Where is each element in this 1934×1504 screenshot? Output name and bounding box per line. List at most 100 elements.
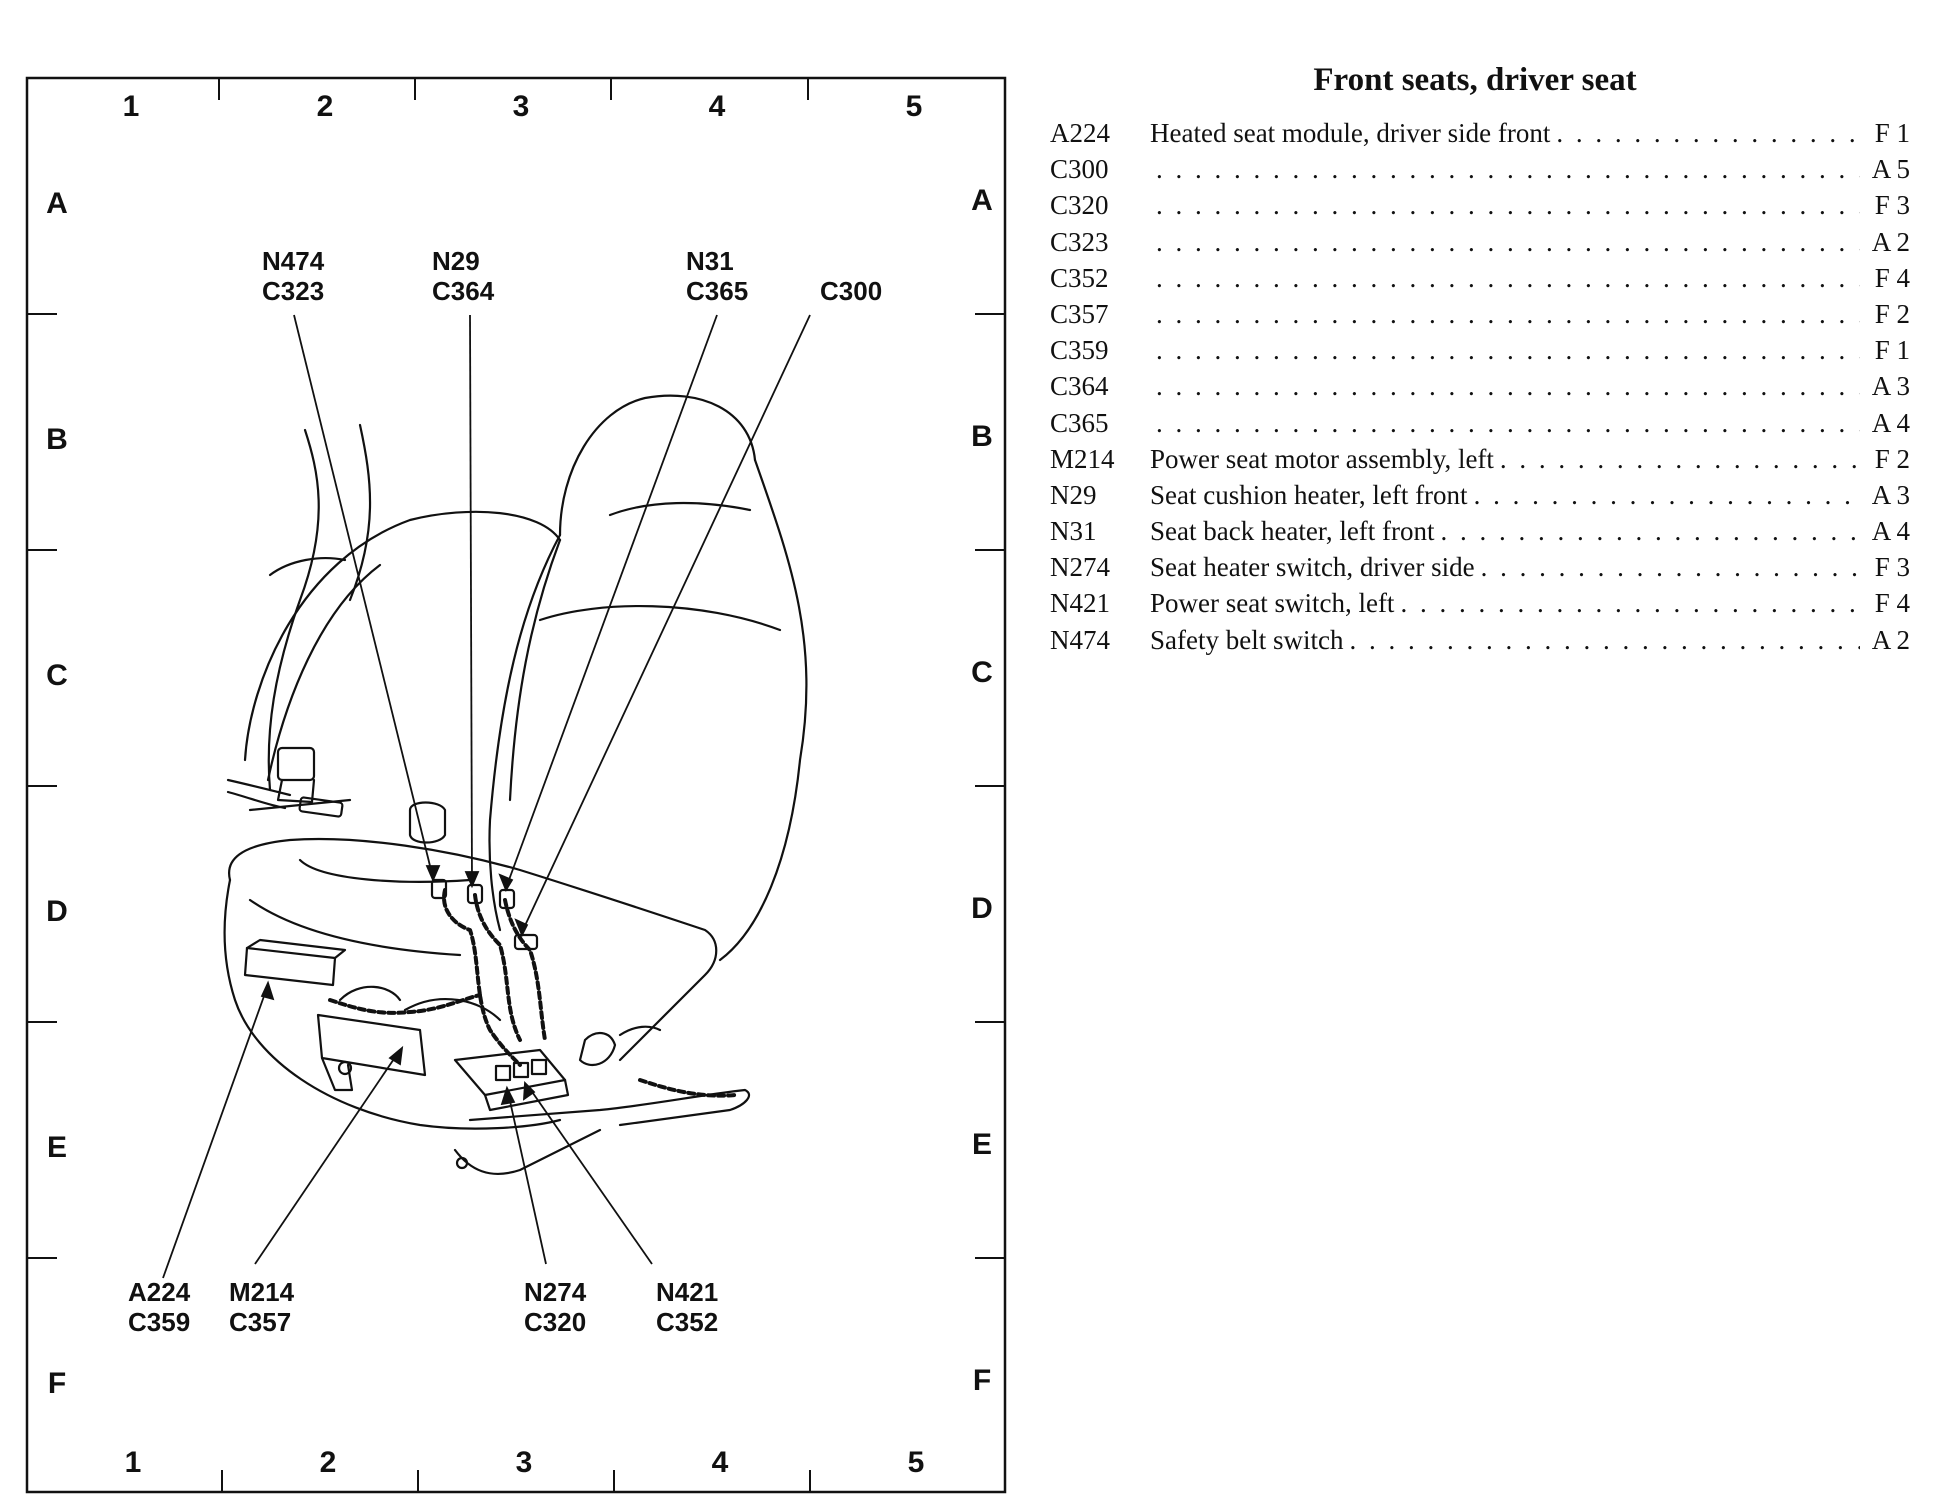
legend-leader-dots [1156, 368, 1860, 404]
legend-code: N274 [1050, 552, 1110, 583]
row-label-left-d: D [46, 895, 68, 928]
legend-leader-dots [1400, 585, 1860, 621]
row-label-right-e: E [972, 1128, 992, 1161]
callout-leaders [162, 314, 811, 1279]
legend-code: N29 [1050, 479, 1097, 510]
row-label-left-a: A [46, 187, 68, 220]
col-label-bottom-5: 5 [908, 1446, 925, 1479]
legend-leader-dots [1441, 513, 1860, 549]
legend-description: Seat back heater, left front [1150, 516, 1435, 547]
legend-leader-dots [1156, 224, 1860, 260]
legend-code: C364 [1050, 371, 1109, 402]
legend-code: C300 [1050, 154, 1109, 185]
col-label-bottom-4: 4 [712, 1446, 729, 1479]
legend-grid-location: A 5 [1871, 154, 1910, 185]
legend-code: C323 [1050, 226, 1109, 257]
legend-leader-dots [1156, 187, 1860, 223]
callout-n29-c364-line1: N29 [432, 246, 480, 276]
seat-illustration [223, 394, 808, 1175]
callout-n274-c320-line1: N274 [524, 1277, 587, 1307]
legend-grid-location: F 1 [1874, 118, 1910, 148]
legend-leader-dots [1156, 332, 1860, 368]
legend-code: N474 [1050, 624, 1110, 655]
legend-row: N274 Seat heater switch, driver side F 3 [1050, 549, 1910, 585]
legend-grid-location: A 4 [1871, 407, 1910, 438]
col-label-top-4: 4 [709, 90, 726, 123]
legend-row: C357 F 2 [1050, 296, 1910, 332]
legend-row: C359 F 1 [1050, 332, 1910, 368]
legend-code: C352 [1050, 262, 1109, 293]
col-label-top-1: 1 [123, 90, 140, 123]
legend-row: C300 A 5 [1050, 151, 1910, 187]
legend-grid-location: F 3 [1874, 552, 1910, 583]
legend-row: C352 F 4 [1050, 260, 1910, 296]
callout-n421-c352-line1: N421 [656, 1277, 718, 1307]
legend-leader-dots [1156, 405, 1860, 441]
col-label-bottom-2: 2 [320, 1446, 337, 1479]
legend-grid-location: F 2 [1874, 443, 1910, 474]
callout-m214-c357-line2: C357 [229, 1307, 291, 1337]
callout-c300-line1: C300 [820, 276, 882, 306]
legend-code: A224 [1050, 118, 1110, 148]
legend-leader-dots [1474, 477, 1860, 513]
legend-leader-dots [1156, 151, 1860, 187]
legend-description: Seat heater switch, driver side [1150, 552, 1475, 583]
legend-grid-location: F 4 [1874, 588, 1910, 619]
legend-row: C364 A 3 [1050, 368, 1910, 404]
row-label-right-d: D [971, 892, 993, 925]
callout-n474-c323-line2: C323 [262, 276, 324, 306]
legend-code: C320 [1050, 190, 1109, 221]
col-label-top-2: 2 [317, 90, 334, 123]
legend-row: M214 Power seat motor assembly, left F 2 [1050, 441, 1910, 477]
legend-leader-dots [1500, 441, 1860, 477]
legend-grid-location: F 4 [1874, 262, 1910, 293]
callout-m214-c357-line1: M214 [229, 1277, 295, 1307]
legend-row: C323 A 2 [1050, 224, 1910, 260]
legend-leader-dots [1156, 260, 1860, 296]
legend-description: Heated seat module, driver side front [1150, 118, 1551, 148]
row-label-right-b: B [971, 420, 993, 453]
row-label-right-f: F [973, 1364, 991, 1397]
legend-grid-location: F 2 [1874, 298, 1910, 329]
row-label-left-f: F [48, 1367, 66, 1400]
legend-row: N31 Seat back heater, left front A 4 [1050, 513, 1910, 549]
callout-n274-c320-line2: C320 [524, 1307, 586, 1337]
legend-description: Power seat motor assembly, left [1150, 443, 1494, 474]
col-label-bottom-3: 3 [516, 1446, 533, 1479]
legend-grid-location: A 3 [1871, 371, 1910, 402]
legend-description: Power seat switch, left [1150, 588, 1395, 619]
callout-a224-c359-line1: A224 [128, 1277, 191, 1307]
legend-row: A224 Heated seat module, driver side fron… [1050, 115, 1910, 151]
callout-n31-c365-line2: C365 [686, 276, 748, 306]
legend-grid-location: A 4 [1871, 516, 1910, 547]
legend-grid-location: A 3 [1871, 479, 1910, 510]
callout-n474-c323-line1: N474 [262, 246, 325, 276]
callout-n29-c364-line2: C364 [432, 276, 495, 306]
legend-grid-location: A 2 [1871, 624, 1910, 655]
row-label-left-b: B [46, 423, 68, 456]
legend-leader-dots [1156, 296, 1860, 332]
legend-code: N31 [1050, 516, 1097, 547]
callout-a224-c359-line2: C359 [128, 1307, 190, 1337]
column-dividers [218, 78, 811, 1492]
row-label-left-c: C [46, 659, 68, 692]
col-label-bottom-1: 1 [125, 1446, 142, 1479]
row-dividers [27, 313, 1005, 1259]
row-label-right-a: A [971, 184, 993, 217]
legend-row: C320 F 3 [1050, 187, 1910, 223]
row-label-right-c: C [971, 656, 993, 689]
legend-code: C357 [1050, 298, 1109, 329]
legend-row: C365A 4 [1050, 405, 1910, 441]
callout-n31-c365-line1: N31 [686, 246, 734, 276]
legend-leader-dots [1556, 115, 1860, 151]
legend-grid-location: F 1 [1874, 335, 1910, 366]
legend-code: C359 [1050, 335, 1109, 366]
legend-grid-location: F 3 [1874, 190, 1910, 221]
legend-code: M214 [1050, 443, 1115, 474]
legend-leader-dots [1349, 622, 1860, 658]
legend-grid-location: A 2 [1871, 226, 1910, 257]
